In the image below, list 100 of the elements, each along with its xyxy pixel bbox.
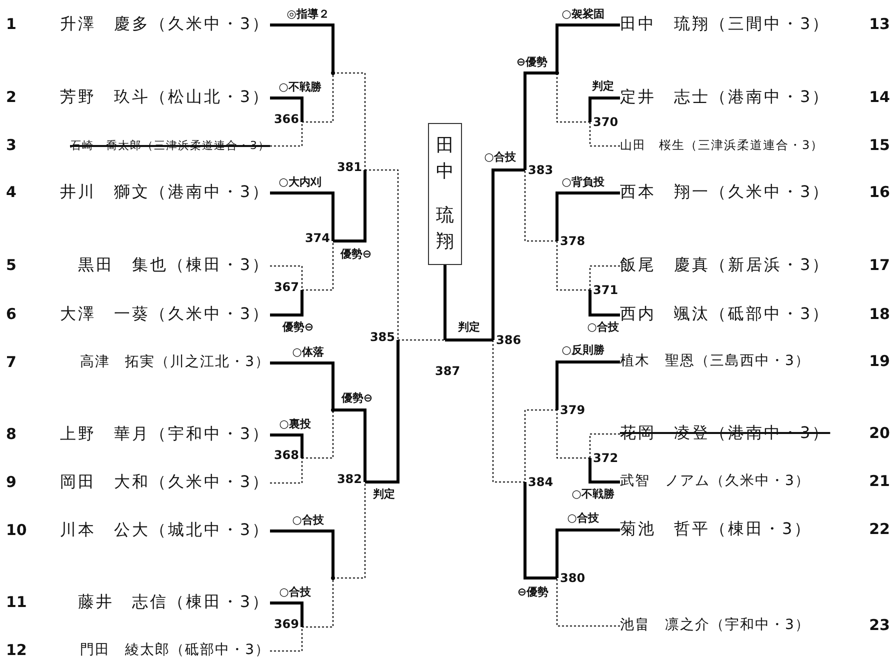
result-label: ○背負投	[560, 176, 606, 188]
player-entry: 植木 聖恩（三島西中・3）	[620, 352, 810, 370]
seed-number: 6	[6, 305, 16, 323]
seed-number: 7	[6, 353, 16, 371]
player-entry: 川本 公大（城北中・3）	[60, 520, 270, 540]
result-label: ○合技	[586, 320, 620, 334]
result-label: 判定	[591, 80, 615, 92]
player-entry: 西本 翔一（久米中・3）	[620, 182, 830, 202]
player-entry: 山田 桜生（三津浜柔道連合・3）	[620, 136, 824, 154]
match-number: 385	[370, 330, 395, 344]
bracket-line	[556, 360, 620, 410]
bracket-line	[333, 170, 366, 242]
bracket-line	[270, 122, 302, 146]
result-label: ○合技	[278, 586, 312, 598]
seed-number: 18	[869, 305, 890, 323]
result-label: 優勢⊖	[339, 248, 373, 260]
bracket-line	[556, 192, 620, 241]
seed-number: 12	[6, 641, 27, 659]
player-entry: 門田 綾太郎（砥部中・3）	[80, 641, 270, 659]
seed-number: 11	[6, 593, 27, 611]
bracket-line	[270, 602, 304, 627]
winner-name: 琉翔	[435, 204, 455, 254]
result-label: ○袈裟固	[560, 8, 606, 20]
junction-dot	[331, 576, 335, 580]
result-label: ○合技	[566, 512, 600, 524]
match-number: 382	[336, 472, 362, 486]
bracket-line	[270, 434, 304, 458]
bracket-line	[270, 96, 304, 122]
result-label: ○不戦勝	[278, 80, 322, 94]
match-number: 372	[593, 451, 618, 465]
bracket-line	[588, 458, 620, 484]
player-entry: 池畠 凛之介（宇和中・3）	[620, 616, 810, 634]
player-entry: 定井 志士（港南中・3）	[620, 86, 830, 108]
player-entry: 藤井 志信（棟田・3）	[78, 592, 270, 612]
bracket-line	[556, 24, 620, 73]
seed-number: 21	[869, 472, 890, 490]
result-label: 判定	[457, 320, 481, 334]
seed-number: 19	[869, 352, 890, 370]
player-entry: 西内 颯汰（砥部中・3）	[620, 304, 830, 324]
player-entry: 石崎 喬太郎（三津浜柔道連合・3）	[70, 138, 270, 152]
seed-number: 1	[6, 15, 16, 33]
match-number: 368	[274, 448, 299, 462]
bracket-line	[524, 482, 557, 580]
seed-number: 17	[869, 256, 890, 274]
seed-number: 20	[869, 424, 890, 442]
bracket-line	[270, 626, 302, 652]
result-label: ○合技	[291, 514, 325, 526]
match-number: 386	[496, 333, 522, 347]
bracket-line	[444, 264, 446, 342]
bracket-line	[524, 170, 558, 242]
result-label: ○大内刈	[278, 176, 322, 188]
bracket-line	[492, 168, 525, 340]
bracket-line	[556, 410, 590, 458]
bracket-line	[524, 410, 558, 482]
match-number: 366	[274, 112, 299, 126]
bracket-line	[270, 362, 334, 410]
bracket-line	[524, 72, 557, 170]
result-label: 判定	[372, 488, 396, 500]
seed-number: 9	[6, 473, 16, 491]
bracket-line	[333, 408, 366, 482]
bracket-line	[556, 240, 590, 290]
player-entry: 大澤 一葵（久米中・3）	[60, 304, 270, 324]
result-label: ⊖優勢	[515, 56, 549, 68]
bracket-line	[556, 578, 620, 626]
player-entry: 岡田 大和（久米中・3）	[60, 472, 270, 492]
seed-number: 5	[6, 256, 16, 274]
seed-number: 4	[6, 183, 16, 201]
match-number: 374	[304, 231, 330, 245]
seed-number: 10	[6, 521, 27, 539]
bracket-line	[302, 72, 334, 122]
bracket-line	[365, 340, 400, 484]
match-number: 369	[274, 617, 299, 631]
bracket-line	[588, 96, 620, 122]
bracket-line	[270, 192, 334, 241]
match-number: 383	[528, 163, 554, 177]
player-entry: 井川 獅文（港南中・3）	[60, 182, 270, 202]
seed-number: 13	[869, 15, 890, 33]
match-number: 384	[528, 475, 554, 489]
seed-number: 2	[6, 88, 16, 106]
seed-number: 14	[869, 88, 890, 106]
player-entry: 高津 拓実（川之江北・3）	[80, 353, 270, 371]
bracket-line	[270, 266, 302, 290]
result-label: 優勢⊖	[281, 320, 315, 334]
match-number: 387	[435, 364, 460, 378]
result-label: ○裏投	[278, 418, 312, 430]
winner-box	[428, 123, 462, 265]
junction-dot	[331, 408, 335, 412]
player-entry: 飯尾 慶真（新居浜・3）	[620, 254, 830, 276]
winner-name: 田中	[435, 134, 455, 184]
seed-number: 23	[869, 616, 890, 634]
match-number: 370	[593, 115, 618, 129]
seed-number: 22	[869, 520, 890, 538]
seed-number: 8	[6, 425, 16, 443]
match-number: 380	[560, 571, 586, 585]
bracket-line	[302, 240, 334, 290]
junction-dot	[331, 71, 335, 75]
bracket-line	[556, 528, 620, 578]
bracket-line	[270, 530, 334, 578]
match-number: 381	[336, 160, 362, 174]
player-entry: 田中 琉翔（三間中・3）	[620, 14, 830, 34]
